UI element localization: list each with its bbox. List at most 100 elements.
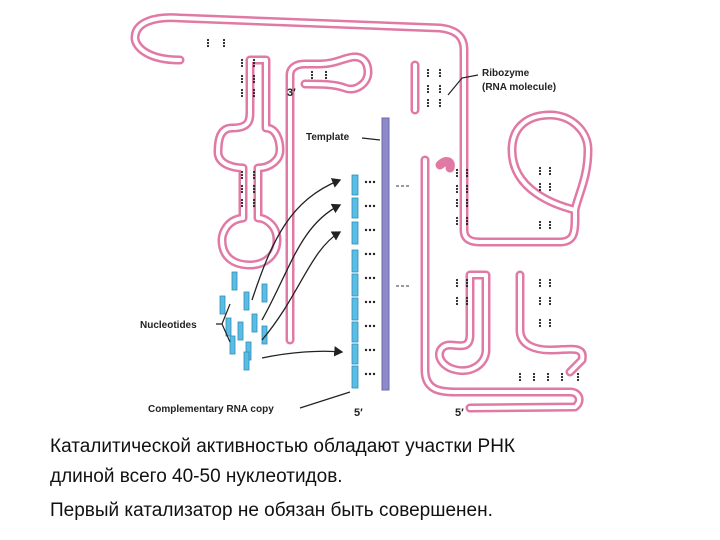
pair-dot xyxy=(518,375,522,379)
pair-dot xyxy=(538,318,542,322)
pair-dot xyxy=(364,348,368,352)
pair-dot xyxy=(372,180,376,184)
pair-dot xyxy=(324,76,328,80)
pair-dot xyxy=(465,278,469,282)
pair-dot xyxy=(546,372,550,376)
pair-dot xyxy=(438,87,442,91)
pair-dot xyxy=(252,198,256,202)
pair-dot xyxy=(560,378,564,382)
pair-dot xyxy=(252,187,256,191)
ribozyme-label: Ribozyme xyxy=(482,68,530,79)
pair-dot xyxy=(252,201,256,205)
pair-dot xyxy=(465,299,469,303)
ribozyme-strand xyxy=(130,13,593,413)
pair-dot xyxy=(576,372,580,376)
pair-dot xyxy=(560,372,564,376)
pair-dot xyxy=(426,71,430,75)
five-prime-left-label: 5′ xyxy=(354,407,363,419)
pair-dot xyxy=(372,228,376,232)
pair-dot xyxy=(455,216,459,220)
pair-dot xyxy=(538,324,542,328)
pair-dot xyxy=(465,198,469,202)
pair-dot xyxy=(548,188,552,192)
pair-dot xyxy=(438,90,442,94)
pair-dot xyxy=(548,302,552,306)
copy-nucleotide xyxy=(351,365,359,389)
pair-dot xyxy=(240,94,244,98)
pair-dot xyxy=(538,223,542,227)
pair-dot xyxy=(368,252,372,256)
pair-dot xyxy=(532,378,536,382)
pair-dot xyxy=(455,281,459,285)
free-nucleotide xyxy=(219,295,226,315)
copy-nucleotide xyxy=(351,297,359,321)
pair-dot xyxy=(546,378,550,382)
pair-dot xyxy=(372,300,376,304)
pair-dot xyxy=(252,173,256,177)
pair-dot xyxy=(426,68,430,72)
pair-dot xyxy=(455,171,459,175)
pair-dot xyxy=(548,166,552,170)
pair-dot xyxy=(240,176,244,180)
pair-dot xyxy=(426,84,430,88)
free-nucleotide xyxy=(231,271,238,291)
pair-dot xyxy=(455,278,459,282)
pair-dot xyxy=(538,302,542,306)
pair-dot xyxy=(368,300,372,304)
pair-dot xyxy=(252,176,256,180)
five-prime-right-label: 5′ xyxy=(455,407,464,419)
pair-dot xyxy=(252,58,256,62)
pair-dot xyxy=(560,375,564,379)
pair-dot xyxy=(538,185,542,189)
pair-dot xyxy=(252,170,256,174)
pair-dot xyxy=(222,41,226,45)
pair-dot xyxy=(252,74,256,78)
pair-dot xyxy=(252,80,256,84)
pair-dot xyxy=(252,64,256,68)
ribozyme-diagram: Ribozyme (RNA molecule) Template Nucleot… xyxy=(130,13,593,419)
pair-dot xyxy=(240,173,244,177)
pair-dot xyxy=(455,184,459,188)
pair-dot xyxy=(455,296,459,300)
pair-dot xyxy=(364,180,368,184)
pair-dot xyxy=(240,64,244,68)
copy-nucleotide xyxy=(351,249,359,273)
pair-dot xyxy=(240,201,244,205)
pair-dot xyxy=(252,190,256,194)
pair-dot xyxy=(368,228,372,232)
pair-dot xyxy=(426,101,430,105)
pair-dot xyxy=(240,58,244,62)
nucleotides-label: Nucleotides xyxy=(140,320,197,331)
pair-dot xyxy=(364,252,368,256)
pair-dot xyxy=(548,324,552,328)
pair-dot xyxy=(438,68,442,72)
pair-dot xyxy=(364,300,368,304)
pair-dot xyxy=(465,184,469,188)
pair-dot xyxy=(324,70,328,74)
pair-dot xyxy=(240,190,244,194)
pair-dot xyxy=(455,187,459,191)
pair-dot xyxy=(538,169,542,173)
pair-dot xyxy=(548,278,552,282)
pair-dot xyxy=(426,104,430,108)
pair-dot xyxy=(538,226,542,230)
pair-dot xyxy=(538,188,542,192)
pair-dot xyxy=(465,216,469,220)
pair-dot xyxy=(465,281,469,285)
pair-dot xyxy=(364,324,368,328)
free-nucleotide xyxy=(243,291,250,311)
pair-dot xyxy=(368,348,372,352)
pair-dot xyxy=(240,170,244,174)
pair-dot xyxy=(538,296,542,300)
pair-dot xyxy=(240,91,244,95)
pair-dot xyxy=(372,324,376,328)
pair-dot xyxy=(364,372,368,376)
pair-dot xyxy=(364,228,368,232)
pair-dot xyxy=(438,84,442,88)
pair-dot xyxy=(465,201,469,205)
pair-dot xyxy=(252,184,256,188)
pair-dot xyxy=(240,204,244,208)
pair-dot xyxy=(438,71,442,75)
pair-dot xyxy=(465,168,469,172)
pair-dot xyxy=(372,276,376,280)
